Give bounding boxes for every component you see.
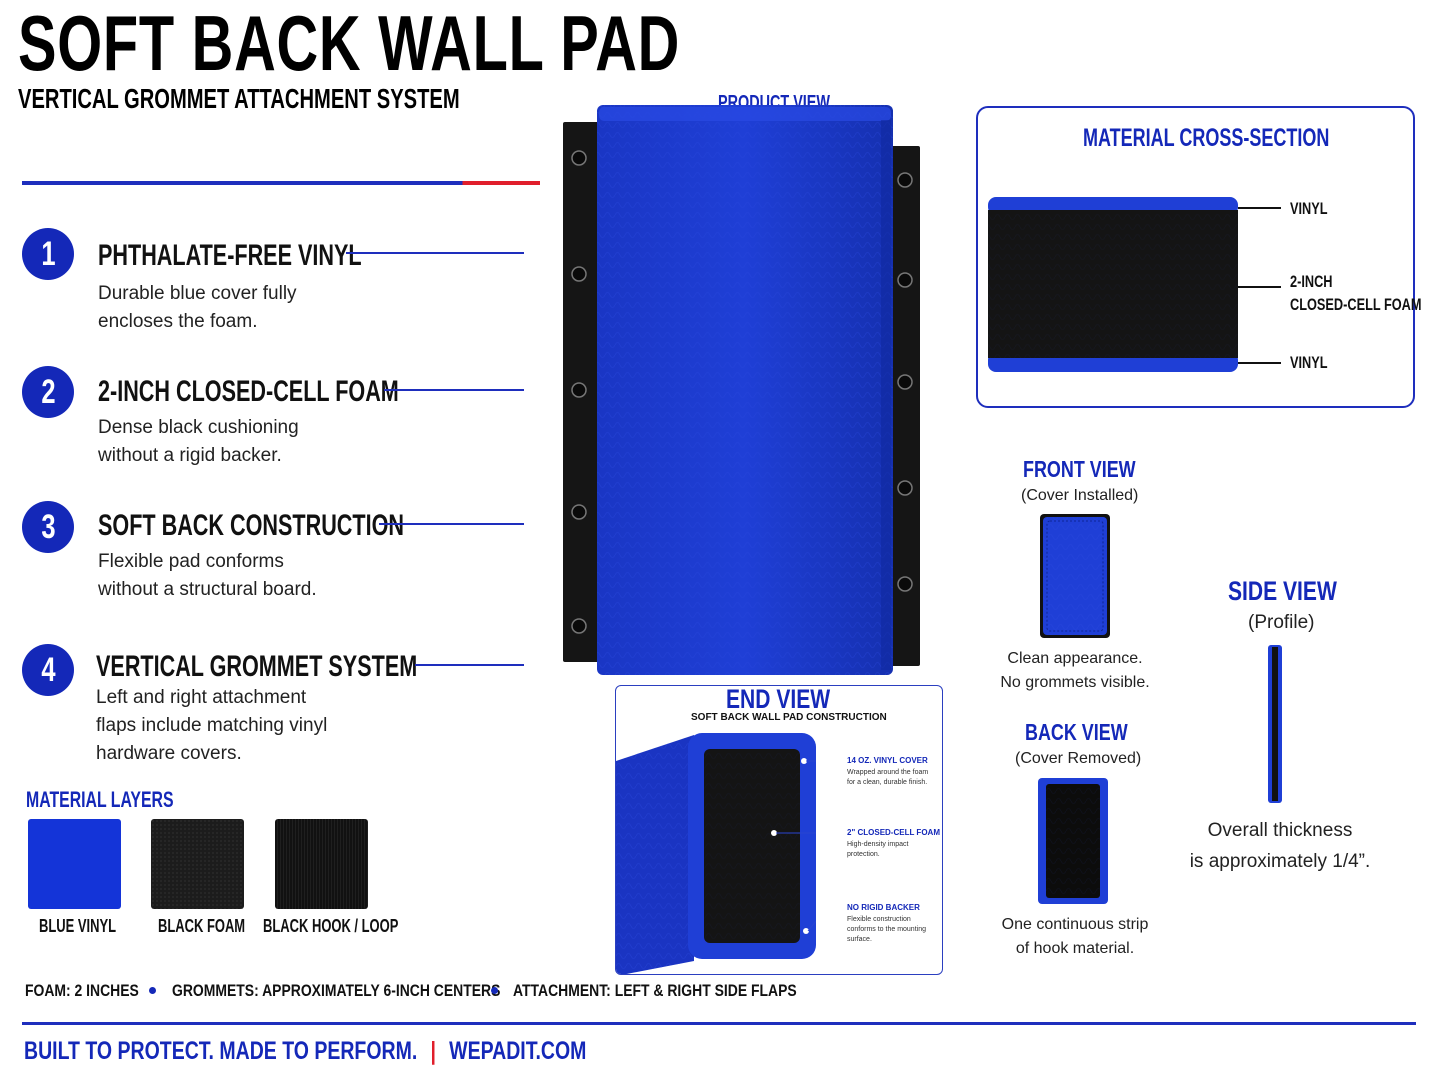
side-view-title: SIDE VIEW [1228, 576, 1337, 606]
footer: BUILT TO PROTECT. MADE TO PERFORM. | WEP… [24, 1037, 586, 1065]
blue-vinyl-label: BLUE VINYL [39, 916, 117, 936]
front-view-subtitle: (Cover Installed) [1021, 487, 1139, 504]
black-hook-loop-label: BLACK HOOK / LOOP [263, 916, 399, 936]
side-view-description: Overall thickness is approximately 1/4”. [1180, 815, 1380, 877]
spec-separator-dot [491, 987, 498, 994]
back-view-description-line1: One continuous strip [1001, 916, 1149, 933]
feature-2-leader-line [384, 389, 524, 391]
blue-vinyl-swatch [28, 819, 121, 909]
cross-section-diagram [988, 197, 1281, 372]
spec-grommets: GROMMETS: APPROXIMATELY 6-INCH CENTERS [172, 981, 501, 1000]
cross-section-foam-label-line1: 2-INCH [1290, 272, 1333, 291]
feature-4-title: VERTICAL GROMMET SYSTEM [96, 650, 418, 683]
back-view-title: BACK VIEW [1025, 719, 1128, 745]
header-divider [22, 181, 540, 185]
cross-section-foam-label-line2: CLOSED-CELL FOAM [1290, 295, 1422, 314]
feature-1-number-badge: 1 [22, 228, 74, 280]
back-view-illustration [1038, 778, 1108, 904]
spec-separator-dot [149, 987, 156, 994]
end-view-callout-3-heading: NO RIGID BACKER [847, 903, 920, 912]
front-view-description-line1: Clean appearance. [1007, 650, 1143, 667]
back-view-subtitle: (Cover Removed) [1015, 750, 1142, 767]
feature-1-leader-line [346, 252, 524, 254]
black-foam-swatch [151, 819, 244, 909]
back-view-description: One continuous strip of hook material. [996, 913, 1154, 961]
feature-1-description: Durable blue cover fully encloses the fo… [98, 283, 297, 332]
side-view-description-line1: Overall thickness [1207, 820, 1353, 841]
end-view-callout-1-heading: 14 OZ. VINYL COVER [847, 756, 928, 765]
black-hook-loop-swatch [275, 819, 368, 909]
footer-separator: | [430, 1037, 436, 1065]
feature-3-number-badge: 3 [22, 501, 74, 553]
page-title: SOFT BACK WALL PAD [18, 0, 681, 87]
side-view-illustration [1268, 645, 1282, 803]
end-view-title: END VIEW [726, 684, 831, 714]
feature-2-number-badge: 2 [22, 366, 74, 418]
cross-section-bottom-vinyl-label: VINYL [1290, 353, 1328, 372]
product-view-illustration [563, 105, 920, 675]
end-view-panel [615, 685, 943, 975]
page-subtitle: VERTICAL GROMMET ATTACHMENT SYSTEM [18, 83, 460, 114]
back-view-description-line2: of hook material. [1015, 940, 1135, 957]
side-view-subtitle: (Profile) [1248, 612, 1315, 633]
front-view-title: FRONT VIEW [1023, 456, 1136, 482]
feature-2-title: 2-INCH CLOSED-CELL FOAM [98, 375, 399, 408]
end-view-illustration [616, 733, 816, 974]
black-foam-label: BLACK FOAM [158, 916, 246, 936]
feature-4-description: Left and right attachment flaps include … [96, 687, 328, 764]
front-view-description: Clean appearance. No grommets visible. [998, 647, 1152, 695]
feature-3-leader-line [379, 523, 524, 525]
material-layers-title: MATERIAL LAYERS [26, 787, 174, 812]
spec-attachment: ATTACHMENT: LEFT & RIGHT SIDE FLAPS [513, 981, 797, 1000]
feature-2-description: Dense black cushioning without a rigid b… [98, 417, 299, 466]
end-view-callout-3-text: Flexible construction conforms to the mo… [847, 916, 926, 943]
end-view-callout-2-text: High-density impact protection. [847, 841, 909, 858]
feature-4-leader-line [415, 664, 524, 666]
end-view-callout-2-heading: 2" CLOSED-CELL FOAM [847, 828, 940, 837]
spec-foam: FOAM: 2 INCHES [25, 981, 139, 1000]
cross-section-top-vinyl-label: VINYL [1290, 199, 1328, 218]
end-view-subtitle: SOFT BACK WALL PAD CONSTRUCTION [691, 712, 887, 723]
cross-section-panel [976, 106, 1415, 408]
end-view-callout-1-text: Wrapped around the foam for a clean, dur… [847, 769, 929, 786]
front-view-illustration [1040, 514, 1110, 638]
footer-website[interactable]: WEPADIT.COM [449, 1037, 587, 1065]
cross-section-title: MATERIAL CROSS-SECTION [1083, 124, 1330, 152]
feature-4-number-badge: 4 [22, 644, 74, 696]
feature-3-description: Flexible pad conforms without a structur… [98, 551, 317, 600]
side-view-description-line2: is approximately 1/4”. [1189, 851, 1371, 872]
front-view-description-line2: No grommets visible. [1000, 674, 1150, 691]
footer-divider [22, 1022, 1416, 1025]
feature-3-title: SOFT BACK CONSTRUCTION [98, 509, 404, 542]
footer-tagline: BUILT TO PROTECT. MADE TO PERFORM. [24, 1037, 418, 1065]
feature-1-title: PHTHALATE-FREE VINYL [98, 239, 362, 272]
